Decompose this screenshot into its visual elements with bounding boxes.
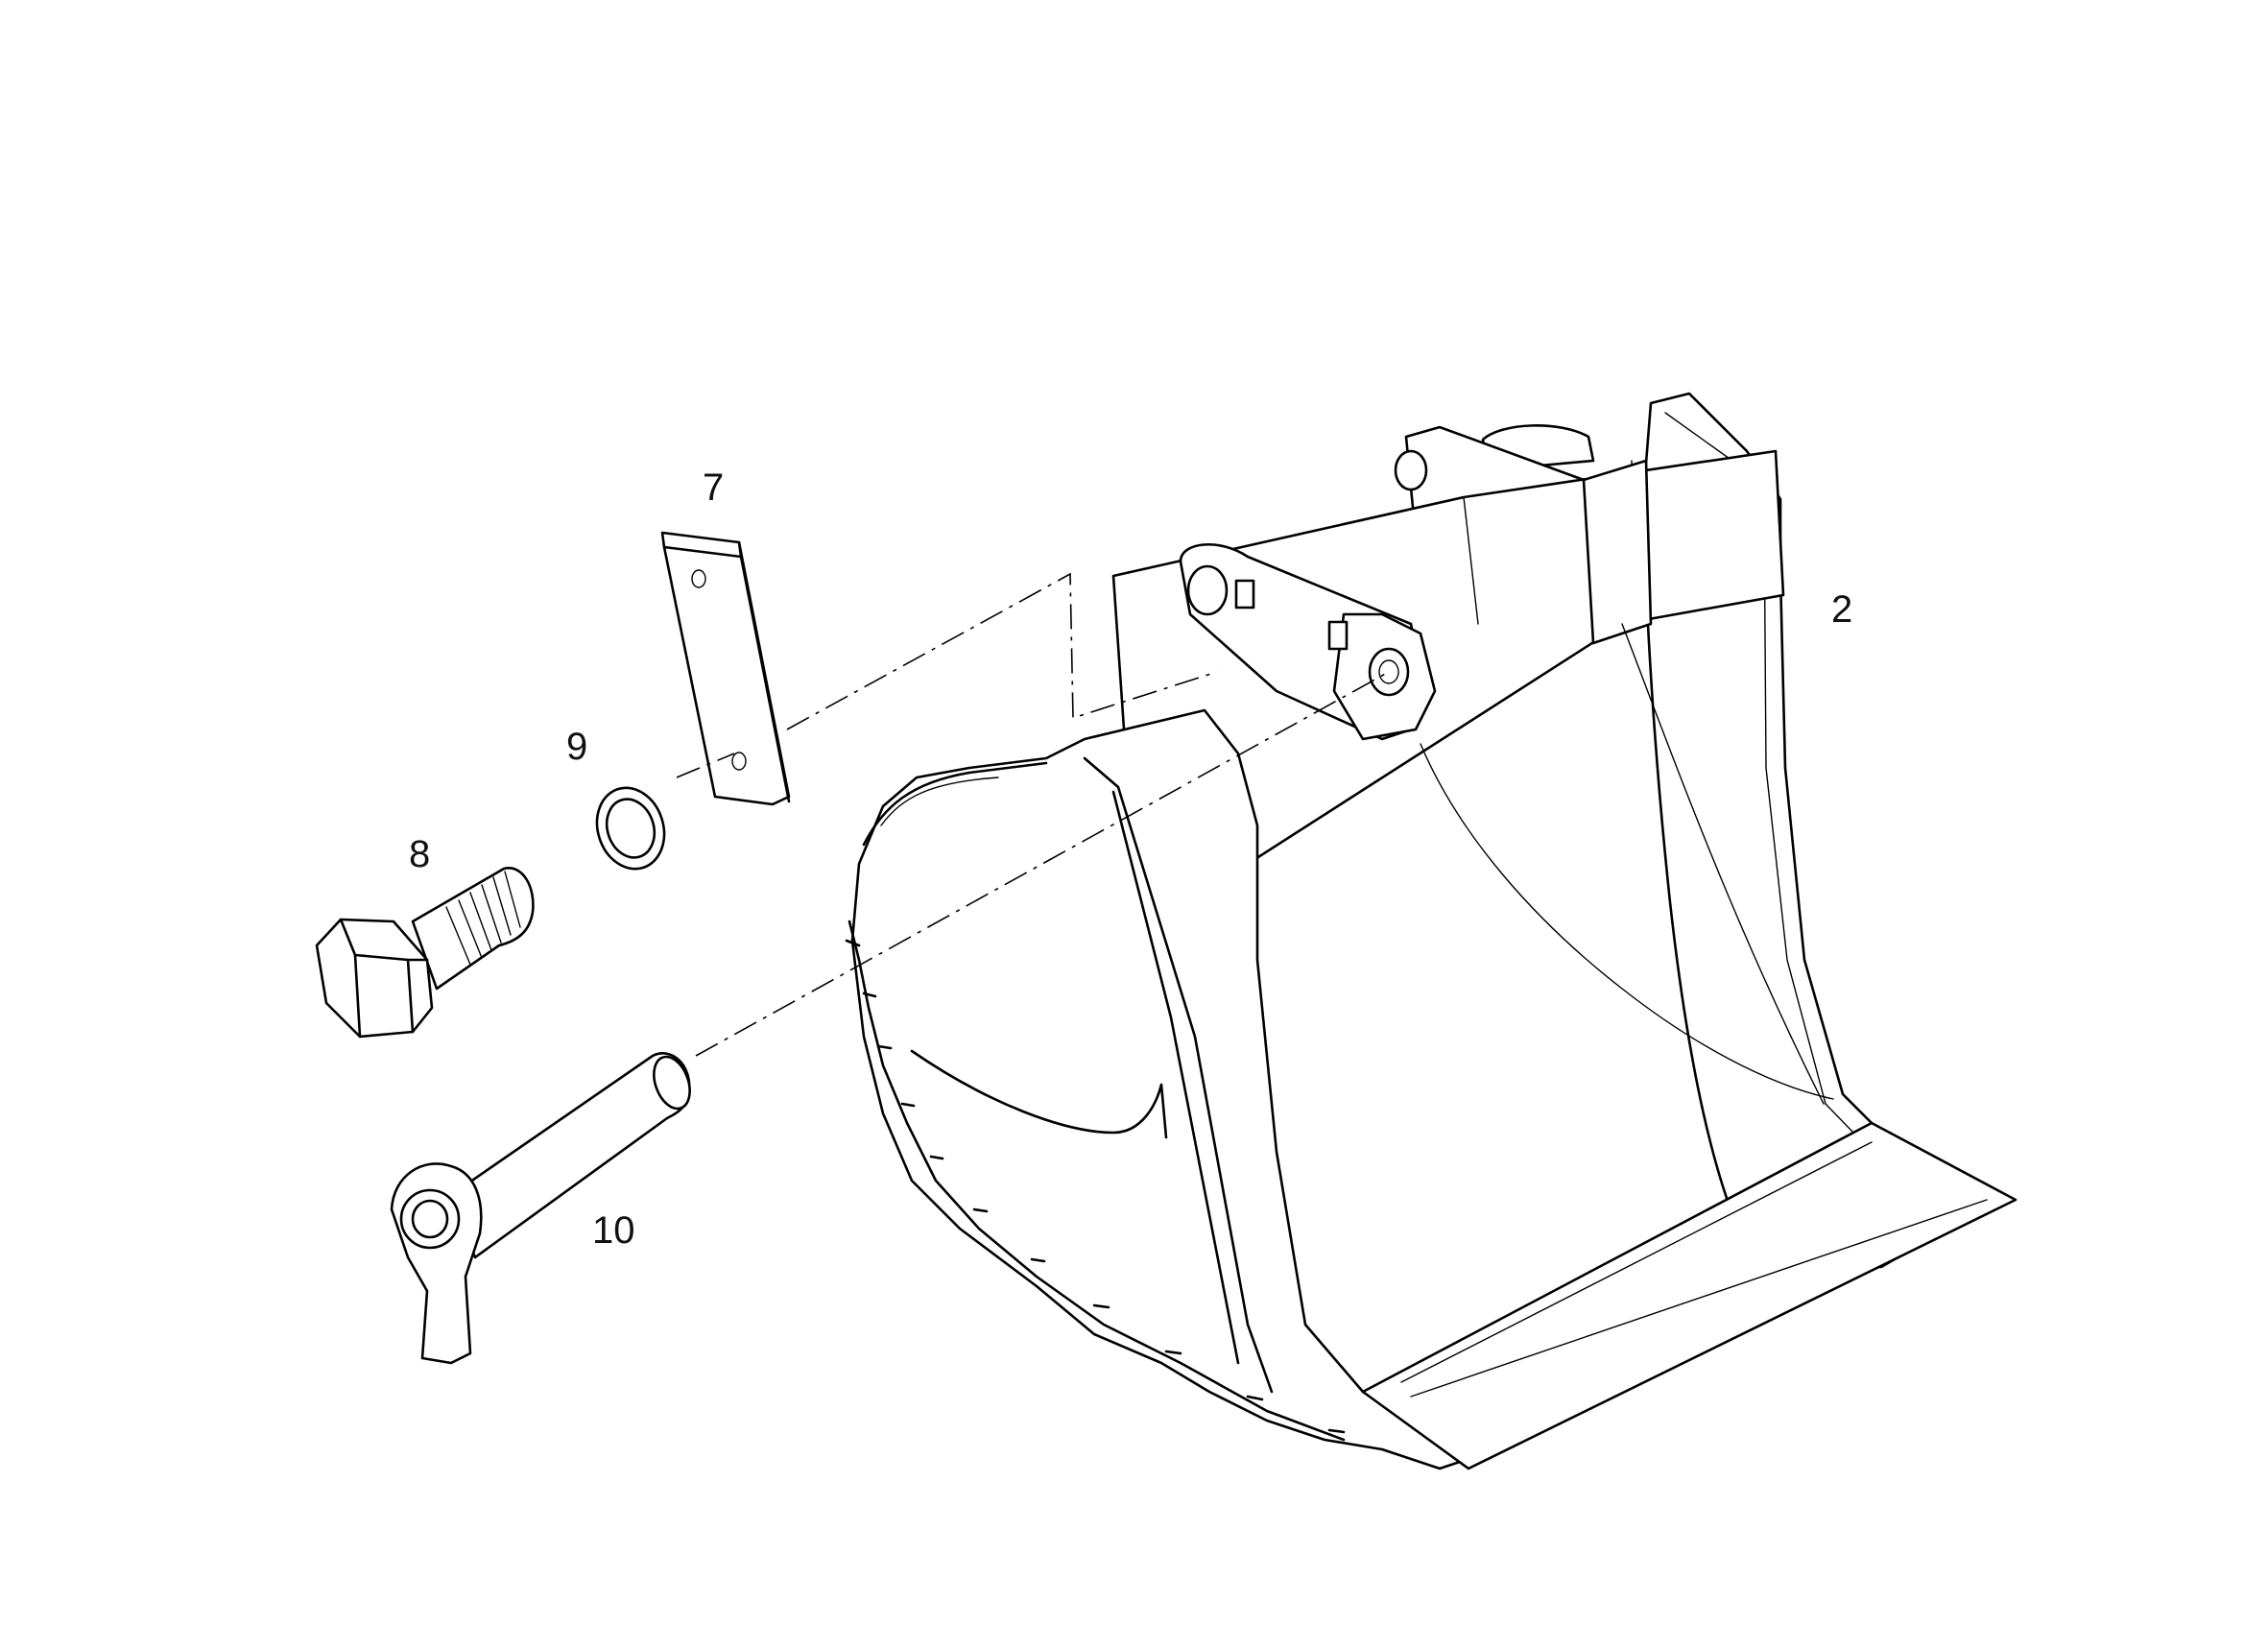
bucket-part xyxy=(845,392,2017,1470)
callout-part-2: 2 xyxy=(1831,588,1853,631)
callout-part-8: 8 xyxy=(409,833,431,875)
hex-bolt-part xyxy=(315,867,535,1039)
retaining-plate-part xyxy=(660,531,791,806)
washer-part xyxy=(595,786,666,871)
callout-part-9: 9 xyxy=(566,726,588,768)
assembly-centre-lines xyxy=(676,572,1390,1057)
callout-part-10: 10 xyxy=(592,1209,635,1252)
callout-part-7: 7 xyxy=(703,466,725,509)
locking-pin-part xyxy=(390,1052,691,1365)
